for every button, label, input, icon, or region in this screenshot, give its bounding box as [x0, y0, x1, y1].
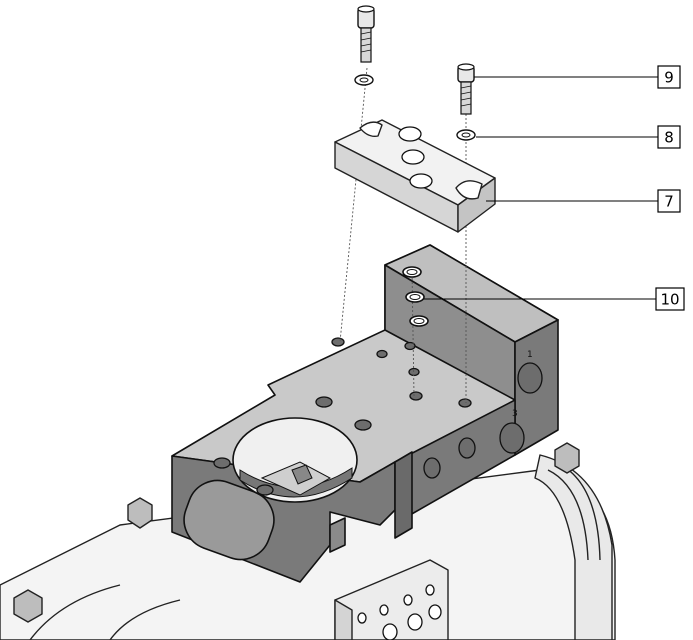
washer-right	[456, 129, 476, 141]
adapter-plate	[334, 119, 496, 233]
screw-left	[357, 5, 375, 63]
port-mark-3: 3	[512, 409, 518, 419]
callout-10: 10	[424, 287, 685, 311]
callout-label-7: 7	[664, 193, 674, 211]
assembly-lines	[339, 67, 467, 403]
callout-7: 7	[486, 189, 681, 213]
callout-8: 8	[476, 125, 681, 149]
port-mark-1: 1	[527, 350, 533, 360]
callout-9: 9	[474, 65, 681, 89]
callout-label-9: 9	[664, 69, 674, 87]
callout-label-10: 10	[660, 291, 679, 309]
o-rings	[402, 266, 429, 327]
washer-left	[354, 74, 374, 86]
screw-right	[457, 63, 475, 115]
callout-label-8: 8	[664, 129, 674, 147]
mounting-bracket: 1 3	[171, 244, 559, 583]
